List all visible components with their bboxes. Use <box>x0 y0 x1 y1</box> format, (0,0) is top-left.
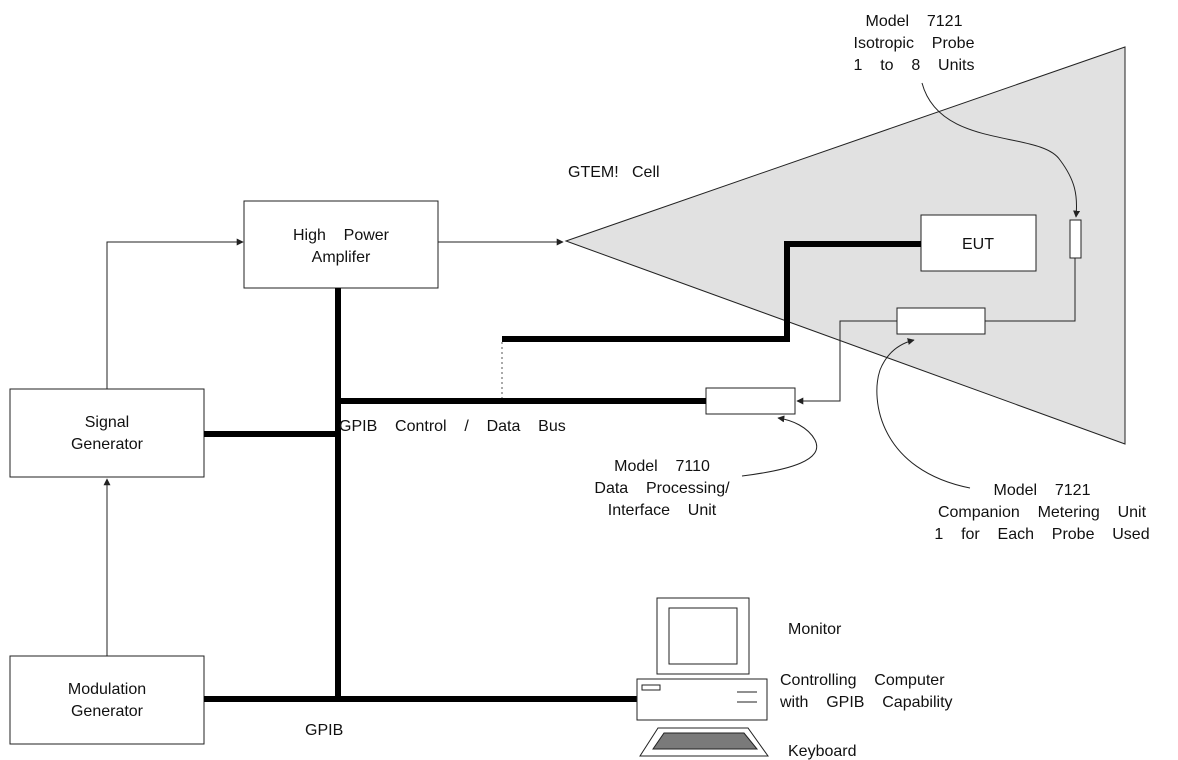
probe-label-line1: Model 7121 <box>866 13 963 30</box>
signal-generator-label-line1: Signal <box>85 414 129 431</box>
probe-label-line2: Isotropic Probe <box>854 35 975 52</box>
gpib-label: GPIB <box>305 722 343 739</box>
metering-label-line3: 1 for Each Probe Used <box>934 526 1149 543</box>
eut-cable <box>502 241 921 342</box>
data-processing-unit <box>705 387 796 415</box>
probe-label-line3: 1 to 8 Units <box>854 57 975 74</box>
keyboard-icon <box>639 727 769 757</box>
computer-case-icon <box>636 678 768 721</box>
computer-label-line2: with GPIB Capability <box>779 694 953 711</box>
modulation-generator-label-line1: Modulation <box>68 681 146 698</box>
metering-callout-arrow <box>876 338 971 489</box>
bus-label: GPIB Control / Data Bus <box>339 418 566 435</box>
amplifier-label-line2: Amplifer <box>312 249 371 266</box>
keyboard-label: Keyboard <box>788 743 857 760</box>
high-power-amplifier-box <box>243 200 439 289</box>
dpu-label-line3: Interface Unit <box>608 502 717 519</box>
dpu-label-line2: Data Processing/ <box>594 480 730 497</box>
monitor-label: Monitor <box>788 621 842 638</box>
modulation-generator-label-line2: Generator <box>71 703 144 720</box>
amplifier-label-line1: High Power <box>293 227 390 244</box>
dpu-label-line1: Model 7110 <box>614 458 710 475</box>
eut-label: EUT <box>962 236 994 253</box>
metering-to-dpu-arrow <box>796 320 897 405</box>
dpu-callout-arrow <box>741 415 818 477</box>
probe-callout-arrow <box>921 82 1081 218</box>
signal-to-amplifier-arrow <box>106 238 244 389</box>
signal-generator-box <box>9 388 205 478</box>
companion-metering-unit <box>896 307 986 335</box>
gtem-cell-label: GTEM! Cell <box>568 164 660 181</box>
isotropic-probe <box>1069 219 1082 259</box>
monitor-icon <box>656 597 750 675</box>
metering-label-line2: Companion Metering Unit <box>938 504 1147 521</box>
signal-generator-label-line2: Generator <box>71 436 144 453</box>
probe-to-metering-line <box>985 258 1076 322</box>
metering-label-line1: Model 7121 <box>994 482 1091 499</box>
modulation-generator-box <box>9 655 205 745</box>
computer-label-line1: Controlling Computer <box>780 672 945 689</box>
